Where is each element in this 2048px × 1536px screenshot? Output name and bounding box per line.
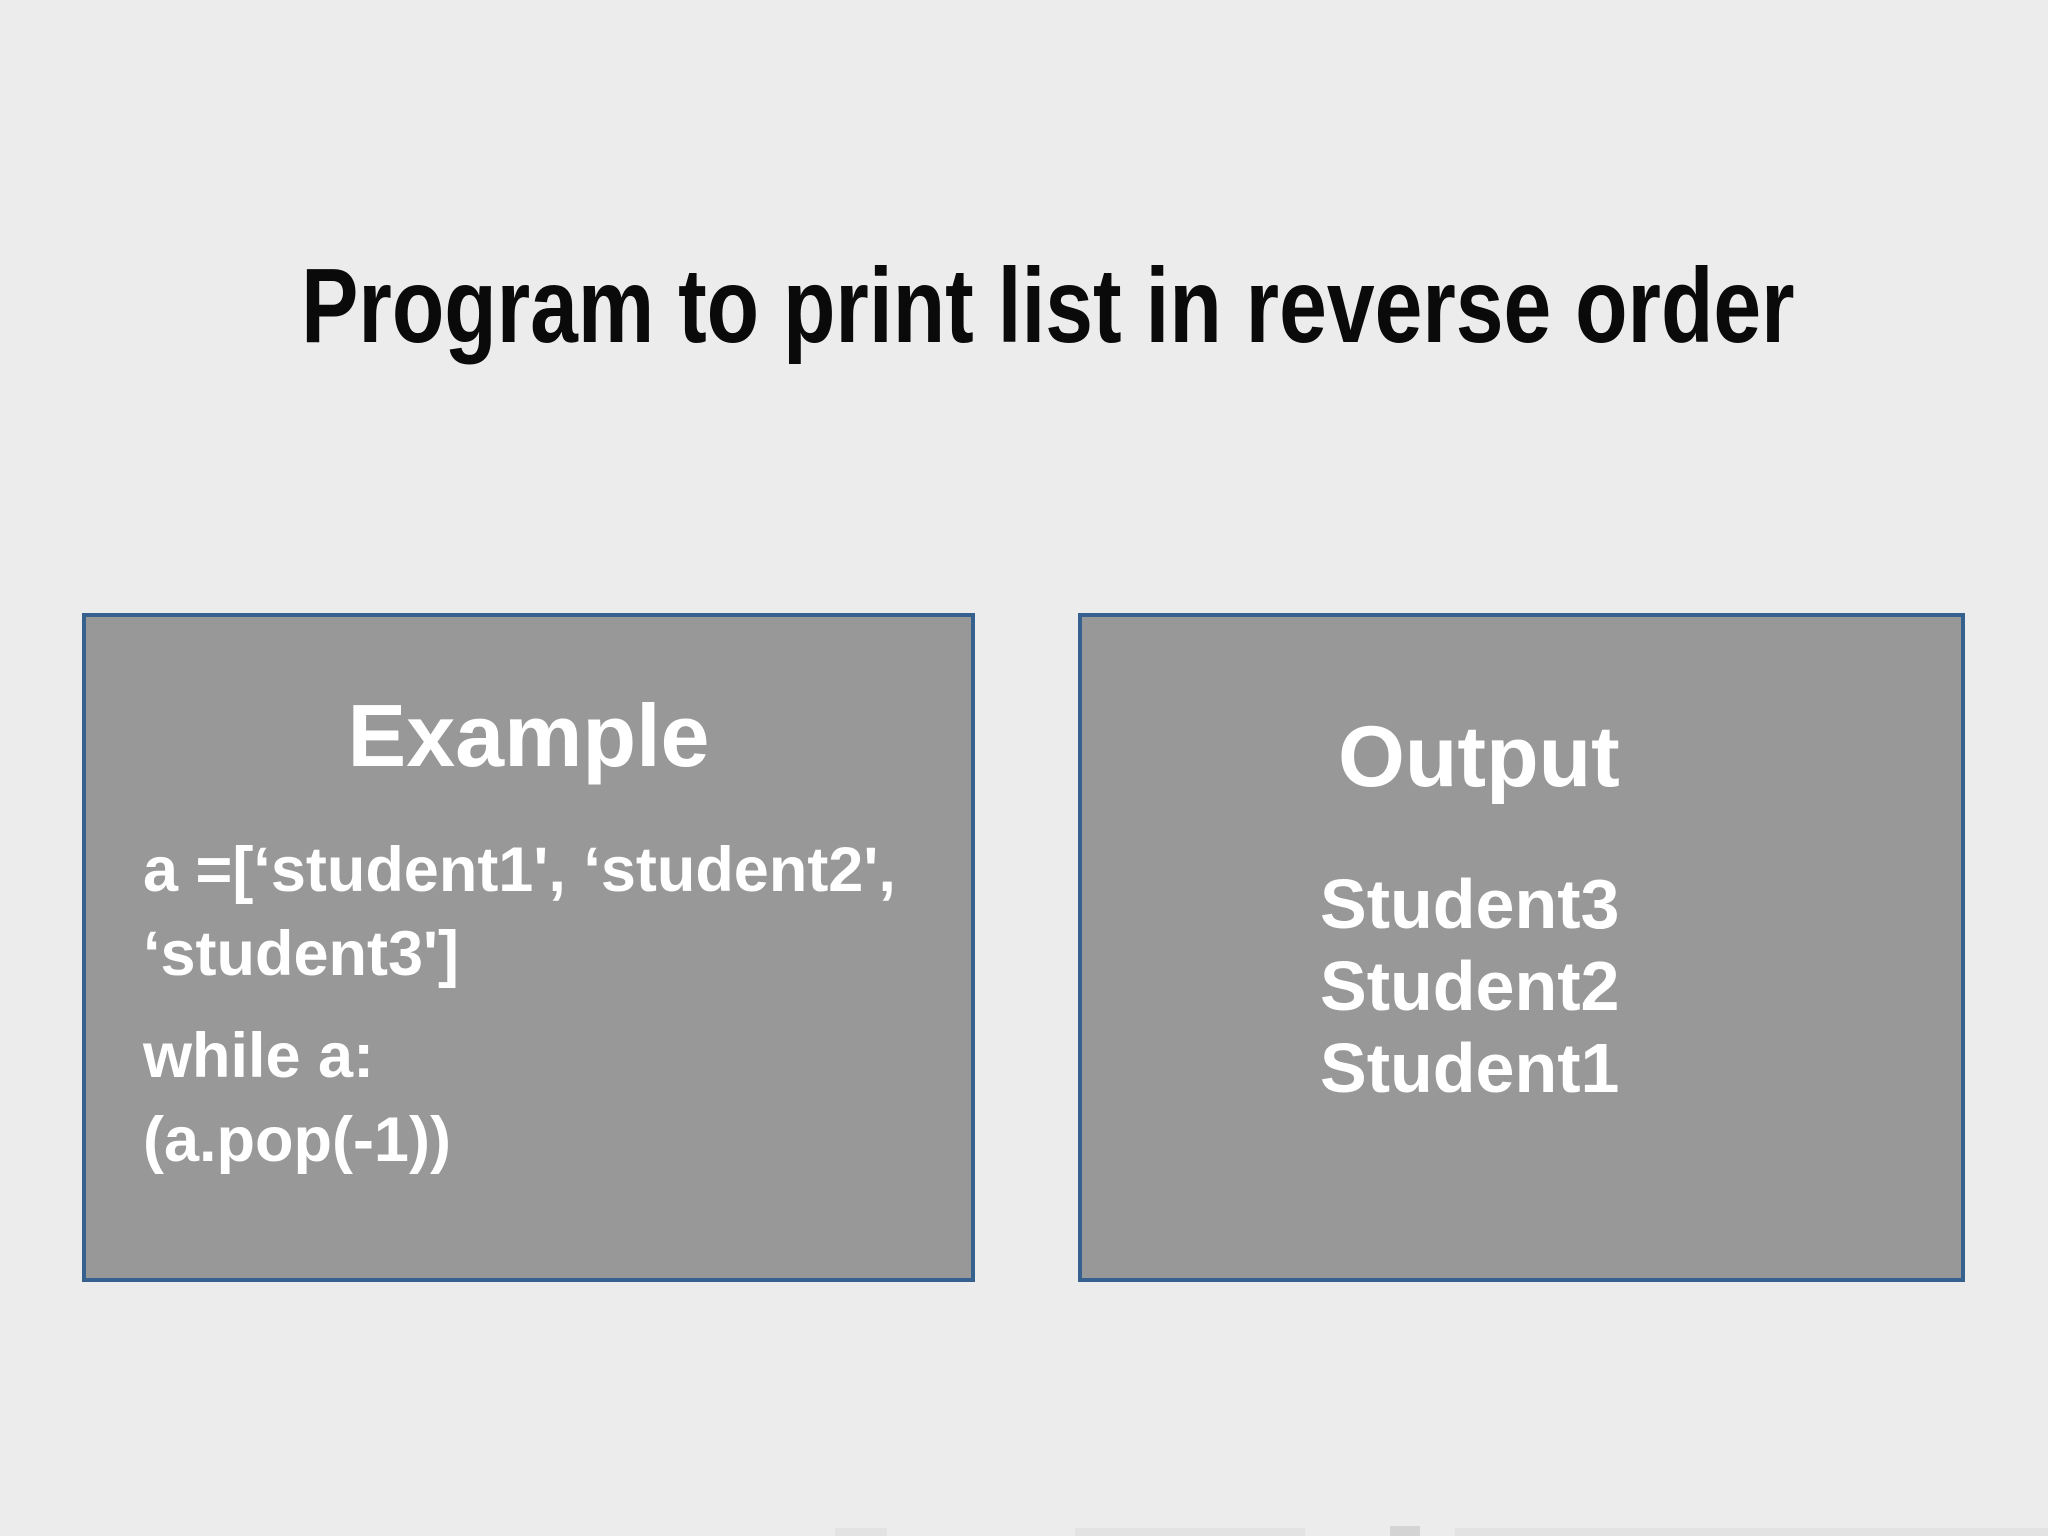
output-result-block: Student3 Student2 Student1 xyxy=(1320,863,1619,1109)
output-panel: Output Student3 Student2 Student1 xyxy=(1078,613,1965,1282)
slide-title: Program to print list in reverse order xyxy=(0,253,2048,359)
code-line-list-2: ‘student3'] xyxy=(143,919,459,989)
slide-title-text: Program to print list in reverse order xyxy=(301,247,1795,365)
watermark-artifact xyxy=(1455,1528,2048,1536)
watermark-artifact xyxy=(1075,1528,1305,1536)
code-line-pop: (a.pop(-1)) xyxy=(143,1105,451,1175)
output-line: Student2 xyxy=(1320,947,1620,1025)
watermark-artifact xyxy=(1390,1526,1420,1536)
output-line: Student3 xyxy=(1320,865,1620,943)
output-heading: Output xyxy=(1338,709,1620,805)
output-line: Student1 xyxy=(1320,1029,1620,1107)
example-panel: Example a =[‘student1', ‘student2', ‘stu… xyxy=(82,613,975,1282)
example-code-block: a =[‘student1', ‘student2', ‘student3'] … xyxy=(143,828,896,1182)
example-heading: Example xyxy=(347,686,710,785)
code-line-while: while a: xyxy=(143,1021,375,1091)
watermark-artifact xyxy=(835,1528,887,1536)
code-line-list-1: a =[‘student1', ‘student2', xyxy=(143,835,896,905)
